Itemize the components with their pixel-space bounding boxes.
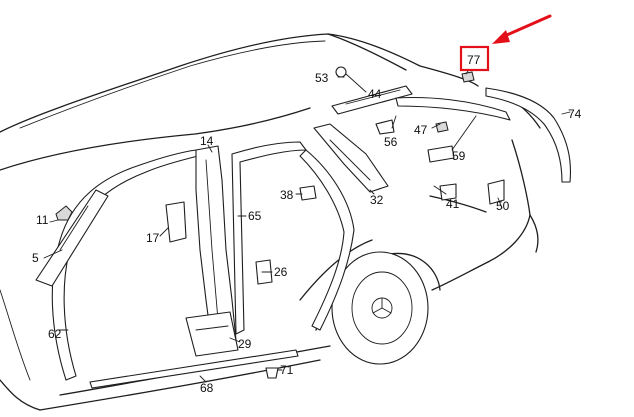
callout-59: 59: [452, 149, 466, 163]
part-68-sill-strip: [89, 349, 299, 389]
callout-53: 53: [315, 71, 329, 85]
callout-44: 44: [368, 87, 382, 101]
callout-56: 56: [384, 135, 398, 149]
part-11-clip: [55, 205, 73, 221]
part-65-rear-door-seal: [231, 141, 307, 335]
callout-11: 11: [36, 213, 49, 227]
callout-26: 26: [274, 265, 288, 279]
callout-29: 29: [238, 337, 252, 351]
wheel-star-logo: [371, 297, 393, 319]
part-47-clip: [435, 121, 449, 133]
callout-17: 17: [146, 231, 160, 245]
callout-50: 50: [496, 199, 510, 213]
part-44b-shelf: [395, 96, 511, 121]
part-62-door-seal: [51, 149, 199, 381]
part-53-clip: [335, 66, 347, 78]
part-41-bracket: [439, 183, 457, 201]
part-44-shelf-trim: [331, 85, 413, 115]
part-17-belt-guide: [165, 201, 187, 243]
part-5-a-pillar-trim: [35, 189, 109, 287]
callout-5: 5: [32, 251, 39, 265]
callout-74: 74: [568, 107, 582, 121]
highlighted-callout-77[interactable]: 77: [459, 45, 490, 72]
highlight-arrow: [492, 14, 552, 44]
callout-32: 32: [370, 193, 384, 207]
callout-65: 65: [248, 209, 262, 223]
highlight-box: [459, 45, 490, 72]
rear-wheel: [331, 251, 429, 365]
part-56-bracket: [375, 119, 395, 135]
callout-41: 41: [446, 197, 460, 211]
part-74-rear-trim: [485, 87, 571, 183]
callout-labels: 11 5 14 17 26 29 62 65 68 71 38 32 41 44…: [32, 71, 582, 395]
car-body-outline: [0, 33, 541, 411]
part-50-trunk-box: [487, 179, 505, 205]
part-59-hanger: [427, 145, 455, 163]
callout-71: 71: [280, 363, 294, 377]
callout-14: 14: [200, 134, 214, 148]
part-38-clip: [299, 185, 317, 201]
callout-68: 68: [200, 381, 214, 395]
leader-lines: [43, 67, 571, 383]
part-32-c-pillar-trim: [313, 123, 389, 193]
callout-77: 77: [467, 53, 481, 67]
part-77-clip: [461, 71, 475, 83]
part-71-push-clip: [265, 367, 279, 379]
callout-38: 38: [280, 188, 294, 202]
callout-62: 62: [48, 327, 62, 341]
callout-47: 47: [414, 123, 428, 137]
part-29-lower-pillar: [185, 311, 239, 357]
